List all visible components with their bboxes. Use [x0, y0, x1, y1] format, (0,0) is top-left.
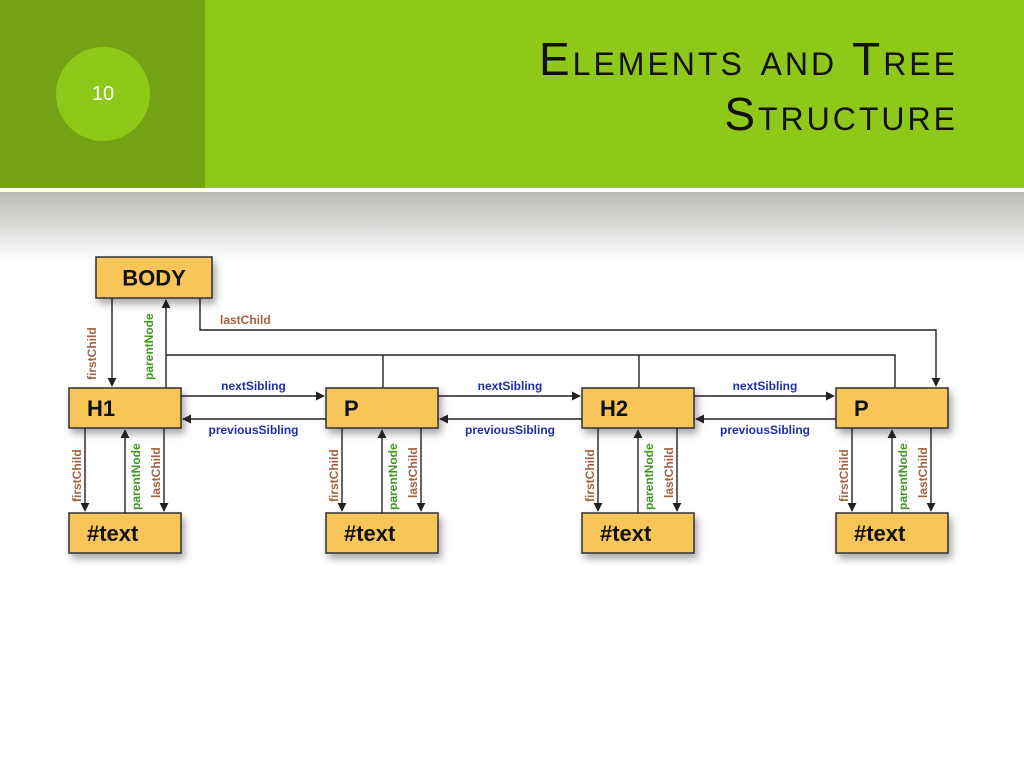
text-node-3-box [581, 512, 695, 554]
header-shadow [0, 192, 1024, 262]
text-node-4-box [835, 512, 949, 554]
child-node-2-box [325, 387, 439, 429]
parent-bus-line [166, 354, 896, 388]
slide-number: 10 [91, 83, 115, 105]
root-node-label: BODY [122, 266, 186, 291]
sibling-2-previous-label: previousSibling [465, 423, 555, 437]
child-node-4-box [835, 387, 949, 429]
child-2-lastchild-label: lastChild [406, 447, 420, 498]
child-1-parentnode-label: parentNode [129, 443, 143, 510]
body-parentnode-label: parentNode [142, 313, 156, 380]
child-4-lastchild-label: lastChild [916, 447, 930, 498]
child-node-3-box [581, 387, 695, 429]
child-3-lastchild-label: lastChild [662, 447, 676, 498]
slide-title-line-2: Structure [724, 88, 958, 140]
child-4-parentnode-label: parentNode [896, 443, 910, 510]
body-lastchild-label: lastChild [220, 313, 271, 327]
sibling-3-previous-label: previousSibling [720, 423, 810, 437]
slide-title: Elements and Tree Structure [539, 32, 958, 142]
text-node-2-label: #text [344, 521, 396, 546]
child-1-firstchild-label: firstChild [70, 449, 84, 502]
slide-title-line-1: Elements and Tree [538, 33, 958, 85]
text-node-2-box [325, 512, 439, 554]
child-3-firstchild-label: firstChild [583, 449, 597, 502]
sibling-1-previous-label: previousSibling [208, 423, 298, 437]
child-2-parentnode-label: parentNode [386, 443, 400, 510]
child-1-lastchild-label: lastChild [149, 447, 163, 498]
text-node-3-label: #text [600, 521, 652, 546]
slide-number-badge [56, 47, 150, 141]
child-node-4-label: P [854, 396, 869, 421]
sibling-1-next-label: nextSibling [221, 379, 286, 393]
sibling-2-next-label: nextSibling [478, 379, 543, 393]
header-divider [0, 188, 1024, 192]
text-node-4-label: #text [854, 521, 906, 546]
child-node-3-label: H2 [600, 396, 628, 421]
child-2-firstchild-label: firstChild [327, 449, 341, 502]
sibling-3-next-label: nextSibling [733, 379, 798, 393]
text-node-1-label: #text [87, 521, 139, 546]
body-firstchild-label: firstChild [85, 327, 99, 380]
child-3-parentnode-label: parentNode [642, 443, 656, 510]
child-node-1-label: H1 [87, 396, 115, 421]
child-4-firstchild-label: firstChild [837, 449, 851, 502]
child-node-1-box [68, 387, 182, 429]
child-node-2-label: P [344, 396, 359, 421]
root-node-box [95, 256, 213, 299]
body-lastchild-arrow [199, 298, 941, 387]
